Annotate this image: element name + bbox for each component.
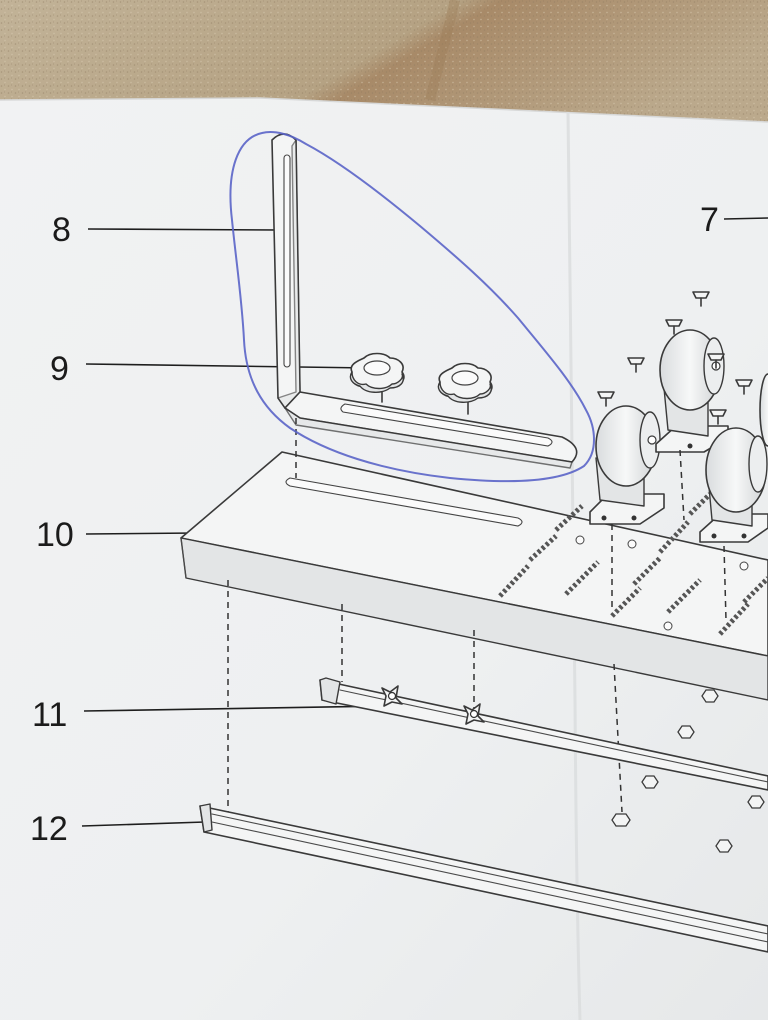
l-bracket bbox=[271, 133, 578, 469]
callout-12: 12 bbox=[30, 810, 206, 848]
assembly-guides bbox=[227, 418, 727, 813]
callout-7: 7 bbox=[700, 201, 768, 239]
bracket-horizontal-slot bbox=[340, 403, 553, 447]
screw-icon bbox=[665, 319, 683, 335]
callout-10-number: 10 bbox=[36, 516, 74, 554]
callout-12-number: 12 bbox=[30, 810, 68, 848]
callout-11-number: 11 bbox=[32, 696, 67, 734]
screw-icon bbox=[692, 291, 710, 307]
pen-circle-mark bbox=[229, 131, 595, 483]
callout-9: 9 bbox=[50, 350, 371, 388]
wing-nut-icon bbox=[381, 685, 403, 707]
screw-icon bbox=[707, 353, 725, 369]
star-knob-icon bbox=[349, 352, 405, 403]
bracket-vertical-slot bbox=[283, 154, 291, 368]
screw-icon bbox=[597, 391, 615, 407]
screw-icon bbox=[627, 357, 645, 373]
wing-nut-icon bbox=[463, 703, 485, 725]
screw-icon bbox=[709, 409, 727, 425]
callout-7-number: 7 bbox=[700, 201, 719, 239]
roller-icon bbox=[655, 329, 729, 453]
bracket-mount-slot bbox=[285, 477, 523, 527]
roller-icon bbox=[759, 373, 768, 447]
bottom-rail bbox=[199, 803, 768, 953]
hex-nut-icon bbox=[611, 689, 765, 853]
callout-10: 10 bbox=[36, 516, 198, 554]
screw-icon bbox=[735, 379, 753, 395]
base-plate bbox=[180, 451, 768, 701]
callout-8: 8 bbox=[52, 211, 281, 249]
star-knob-icon bbox=[437, 362, 493, 415]
callout-9-number: 9 bbox=[50, 350, 69, 388]
roller-icon bbox=[699, 427, 768, 543]
support-rail bbox=[319, 677, 768, 791]
callout-11: 11 bbox=[32, 696, 387, 734]
roller-icon bbox=[589, 405, 665, 525]
callout-8-number: 8 bbox=[52, 211, 71, 249]
